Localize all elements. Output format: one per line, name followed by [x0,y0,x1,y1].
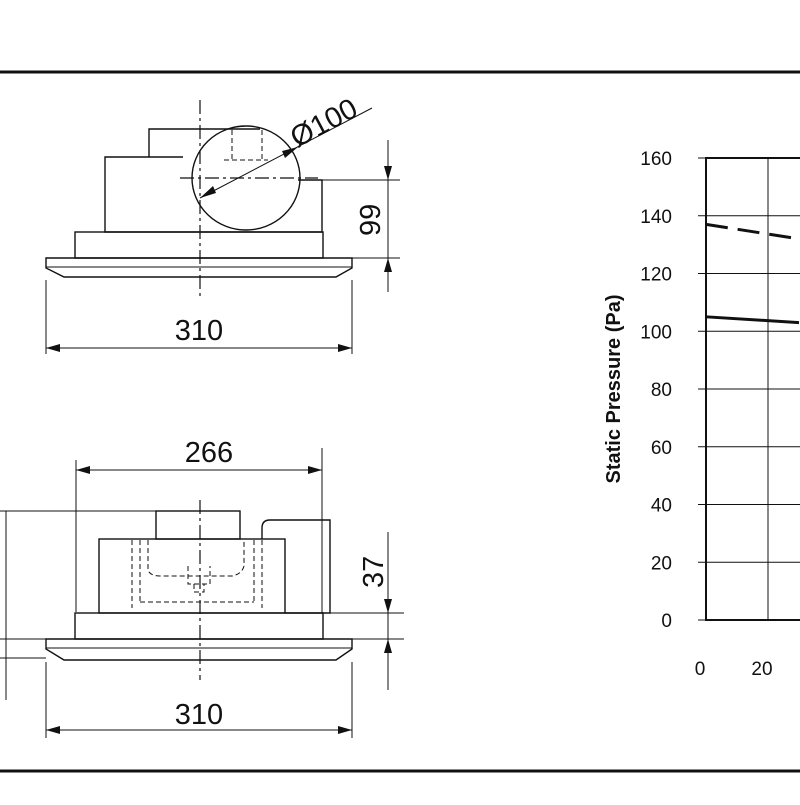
top-view-height-label: 99 [355,204,387,236]
top-view-drawing: Ø100 99 310 [45,93,400,354]
sheet-frame [0,70,800,773]
chart-y-tick-label: 20 [651,553,672,574]
side-view-duct-collar [155,510,241,540]
chart-y-tick-label: 40 [651,496,672,517]
side-view-outlet [261,519,331,614]
chart-x-tick-label: 20 [751,659,772,680]
chart-y-tick-label: 0 [661,611,672,632]
chart-y-tick-label: 120 [640,265,672,286]
top-view-width-label: 310 [175,315,223,347]
chart-y-tick-label: 60 [651,438,672,459]
chart-y-tick-label: 100 [640,322,672,343]
chart-series-group [705,222,800,325]
diameter-label: Ø100 [285,93,363,155]
chart-y-tick-label: 140 [640,207,672,228]
side-view-drawing: 266 37 310 [0,437,404,738]
chart-y-axis-label: Static Pressure (Pa) [603,295,625,484]
top-view-body [104,128,323,233]
chart-y-tick-label: 80 [651,380,672,401]
side-view-height-label: 37 [358,556,390,588]
side-view-top-width-label: 266 [185,437,233,469]
side-view-base [74,612,324,640]
chart-y-tick-label: 160 [640,149,672,170]
chart-series-line-2 [705,315,800,325]
chart-y-ticks: 0 20 40 60 80 100 120 140 160 [640,149,706,632]
top-view-base [74,231,324,259]
static-pressure-chart: 0 20 40 60 80 100 120 140 160 0 20 Static Pressur… [603,149,800,680]
chart-grid [706,158,800,620]
chart-x-ticks: 0 20 [695,659,773,680]
chart-series-line-1 [705,222,800,241]
side-view-grille [45,638,353,661]
side-view-width-label: 310 [175,699,223,731]
chart-x-tick-label: 0 [695,659,706,680]
